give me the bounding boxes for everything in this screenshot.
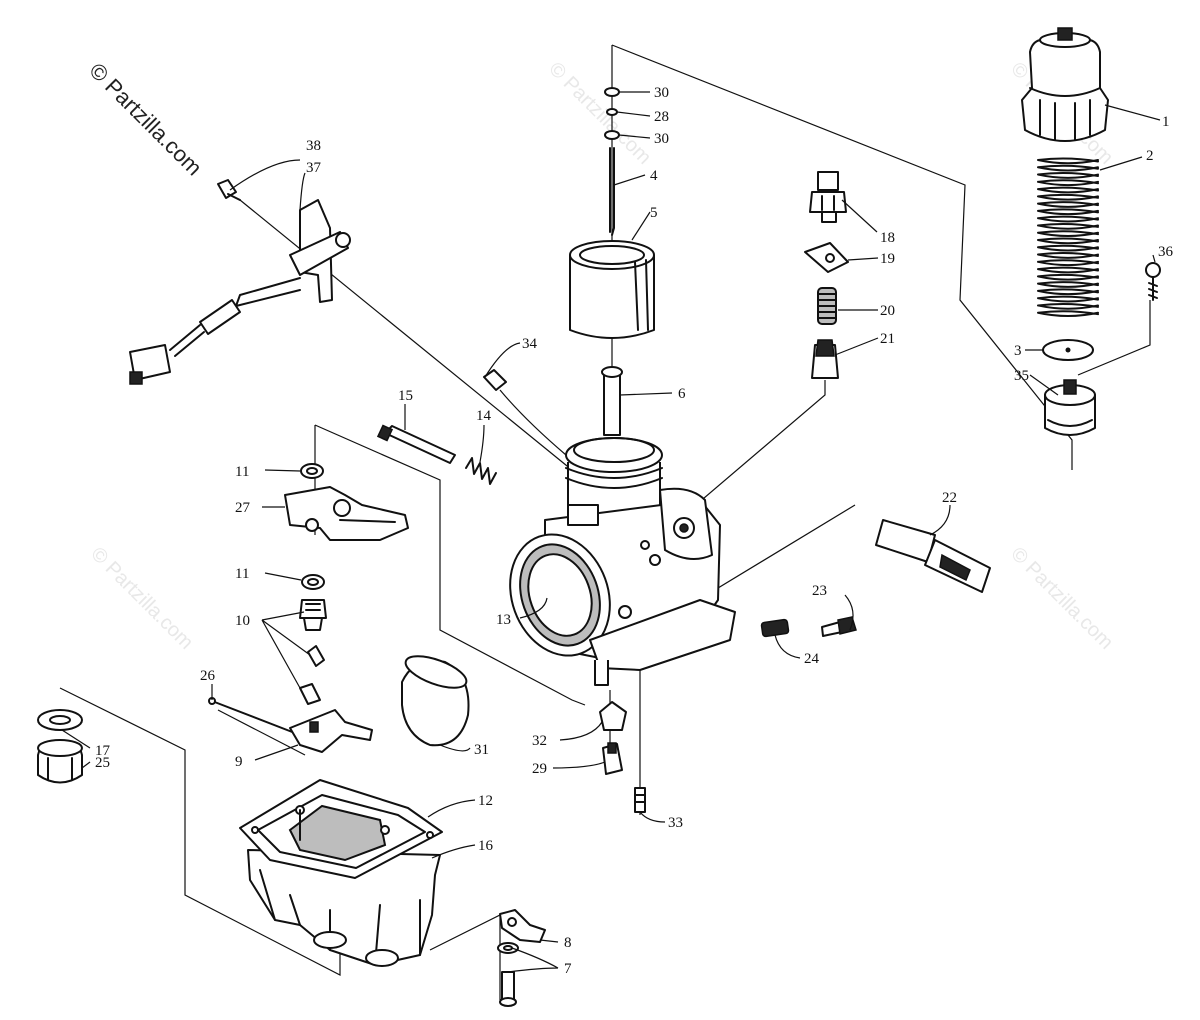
callout-35: 35: [1014, 368, 1029, 384]
part-35-cap-base: [1044, 379, 1096, 436]
callout-38: 38: [306, 138, 321, 154]
part-9-float-arm: [289, 709, 373, 753]
callout-20: 20: [880, 303, 895, 319]
part-36-screw: [1145, 262, 1161, 301]
part-19-plate: [804, 242, 849, 273]
watermark: © Partzilla.com: [84, 58, 207, 181]
callout-labels: 1 2 3 4 5 6 7 8 9 10 11 11 12 13 14 15 1…: [95, 85, 1174, 977]
callout-33: 33: [668, 815, 683, 831]
part-34-plug: [483, 369, 507, 391]
callout-37: 37: [306, 160, 322, 176]
callout-4: 4: [650, 168, 658, 184]
callout-18: 18: [880, 230, 895, 246]
callout-26: 26: [200, 668, 216, 684]
part-10-float-valve: [299, 599, 327, 705]
part-8-clip-plate: [499, 909, 546, 943]
callout-36: 36: [1158, 244, 1174, 260]
part-27-gasket: [284, 486, 409, 541]
part-21-starter-plunger: [811, 339, 839, 379]
callout-3: 3: [1014, 343, 1022, 359]
watermark-faint-right: © Partzilla.com: [1006, 543, 1117, 654]
part-7-screw-washer: [497, 942, 519, 1007]
callout-24: 24: [804, 651, 820, 667]
part-32-needle-jet: [599, 701, 627, 731]
callout-10: 10: [235, 613, 250, 629]
leader-lines: [61, 91, 1161, 973]
part-33-drain-screw: [634, 787, 646, 813]
part-15-pilot-screw: [376, 424, 456, 464]
part-37-throttle-switch: [129, 199, 351, 385]
callout-29: 29: [532, 761, 547, 777]
part-38-screw: [217, 179, 241, 201]
callout-13: 13: [496, 612, 511, 628]
callout-22: 22: [942, 490, 957, 506]
callout-11-upper: 11: [235, 464, 249, 480]
callout-28: 28: [654, 109, 669, 125]
part-16-float-bowl: [247, 849, 441, 967]
callout-5: 5: [650, 205, 658, 221]
callout-30-top: 30: [654, 85, 669, 101]
callout-30-bottom: 30: [654, 131, 669, 147]
callout-32: 32: [532, 733, 547, 749]
part-13-carburetor-body: [509, 437, 736, 686]
part-22-tube: [875, 519, 991, 593]
part-30-28-washers: [604, 87, 620, 140]
callout-1: 1: [1162, 114, 1170, 130]
callout-8: 8: [564, 935, 572, 951]
part-2-spring: [1037, 157, 1099, 317]
part-25-drain-plug: [37, 739, 83, 784]
callout-34: 34: [522, 336, 538, 352]
part-17-washer: [37, 709, 83, 731]
callout-14: 14: [476, 408, 492, 424]
part-14-pilot-spring: [465, 457, 497, 485]
part-29-main-jet: [602, 742, 623, 775]
callout-12: 12: [478, 793, 493, 809]
part-6-guide-tube: [601, 366, 623, 436]
part-12-bowl-gasket: [239, 779, 443, 879]
callout-16: 16: [478, 838, 494, 854]
callout-23: 23: [812, 583, 827, 599]
part-5-throttle-slide: [569, 240, 655, 339]
callout-6: 6: [678, 386, 686, 402]
watermark-faint-top: © Partzilla.com: [544, 58, 655, 169]
part-23-idle-screw: [821, 616, 857, 637]
callout-27: 27: [235, 500, 251, 516]
part-4-jet-needle: [609, 147, 615, 236]
part-11-lower-washer: [301, 574, 325, 590]
part-20-starter-spring: [817, 287, 837, 325]
part-11-upper-washer: [300, 463, 324, 479]
callout-2: 2: [1146, 148, 1154, 164]
callout-11-lower: 11: [235, 566, 249, 582]
part-3-plate: [1042, 339, 1094, 361]
callout-17: 17: [95, 743, 111, 759]
part-31-float: [401, 655, 470, 747]
callout-19: 19: [880, 251, 895, 267]
callout-25: 25: [95, 755, 110, 771]
callout-9: 9: [235, 754, 243, 770]
part-24-idle-spring: [760, 618, 790, 638]
callout-15: 15: [398, 388, 413, 404]
callout-21: 21: [880, 331, 895, 347]
part-1-top-cap: [1021, 27, 1109, 142]
watermark-faint-left: © Partzilla.com: [86, 543, 197, 654]
part-18-starter-nut: [809, 171, 847, 223]
callout-7: 7: [564, 961, 572, 977]
callout-31: 31: [474, 742, 489, 758]
